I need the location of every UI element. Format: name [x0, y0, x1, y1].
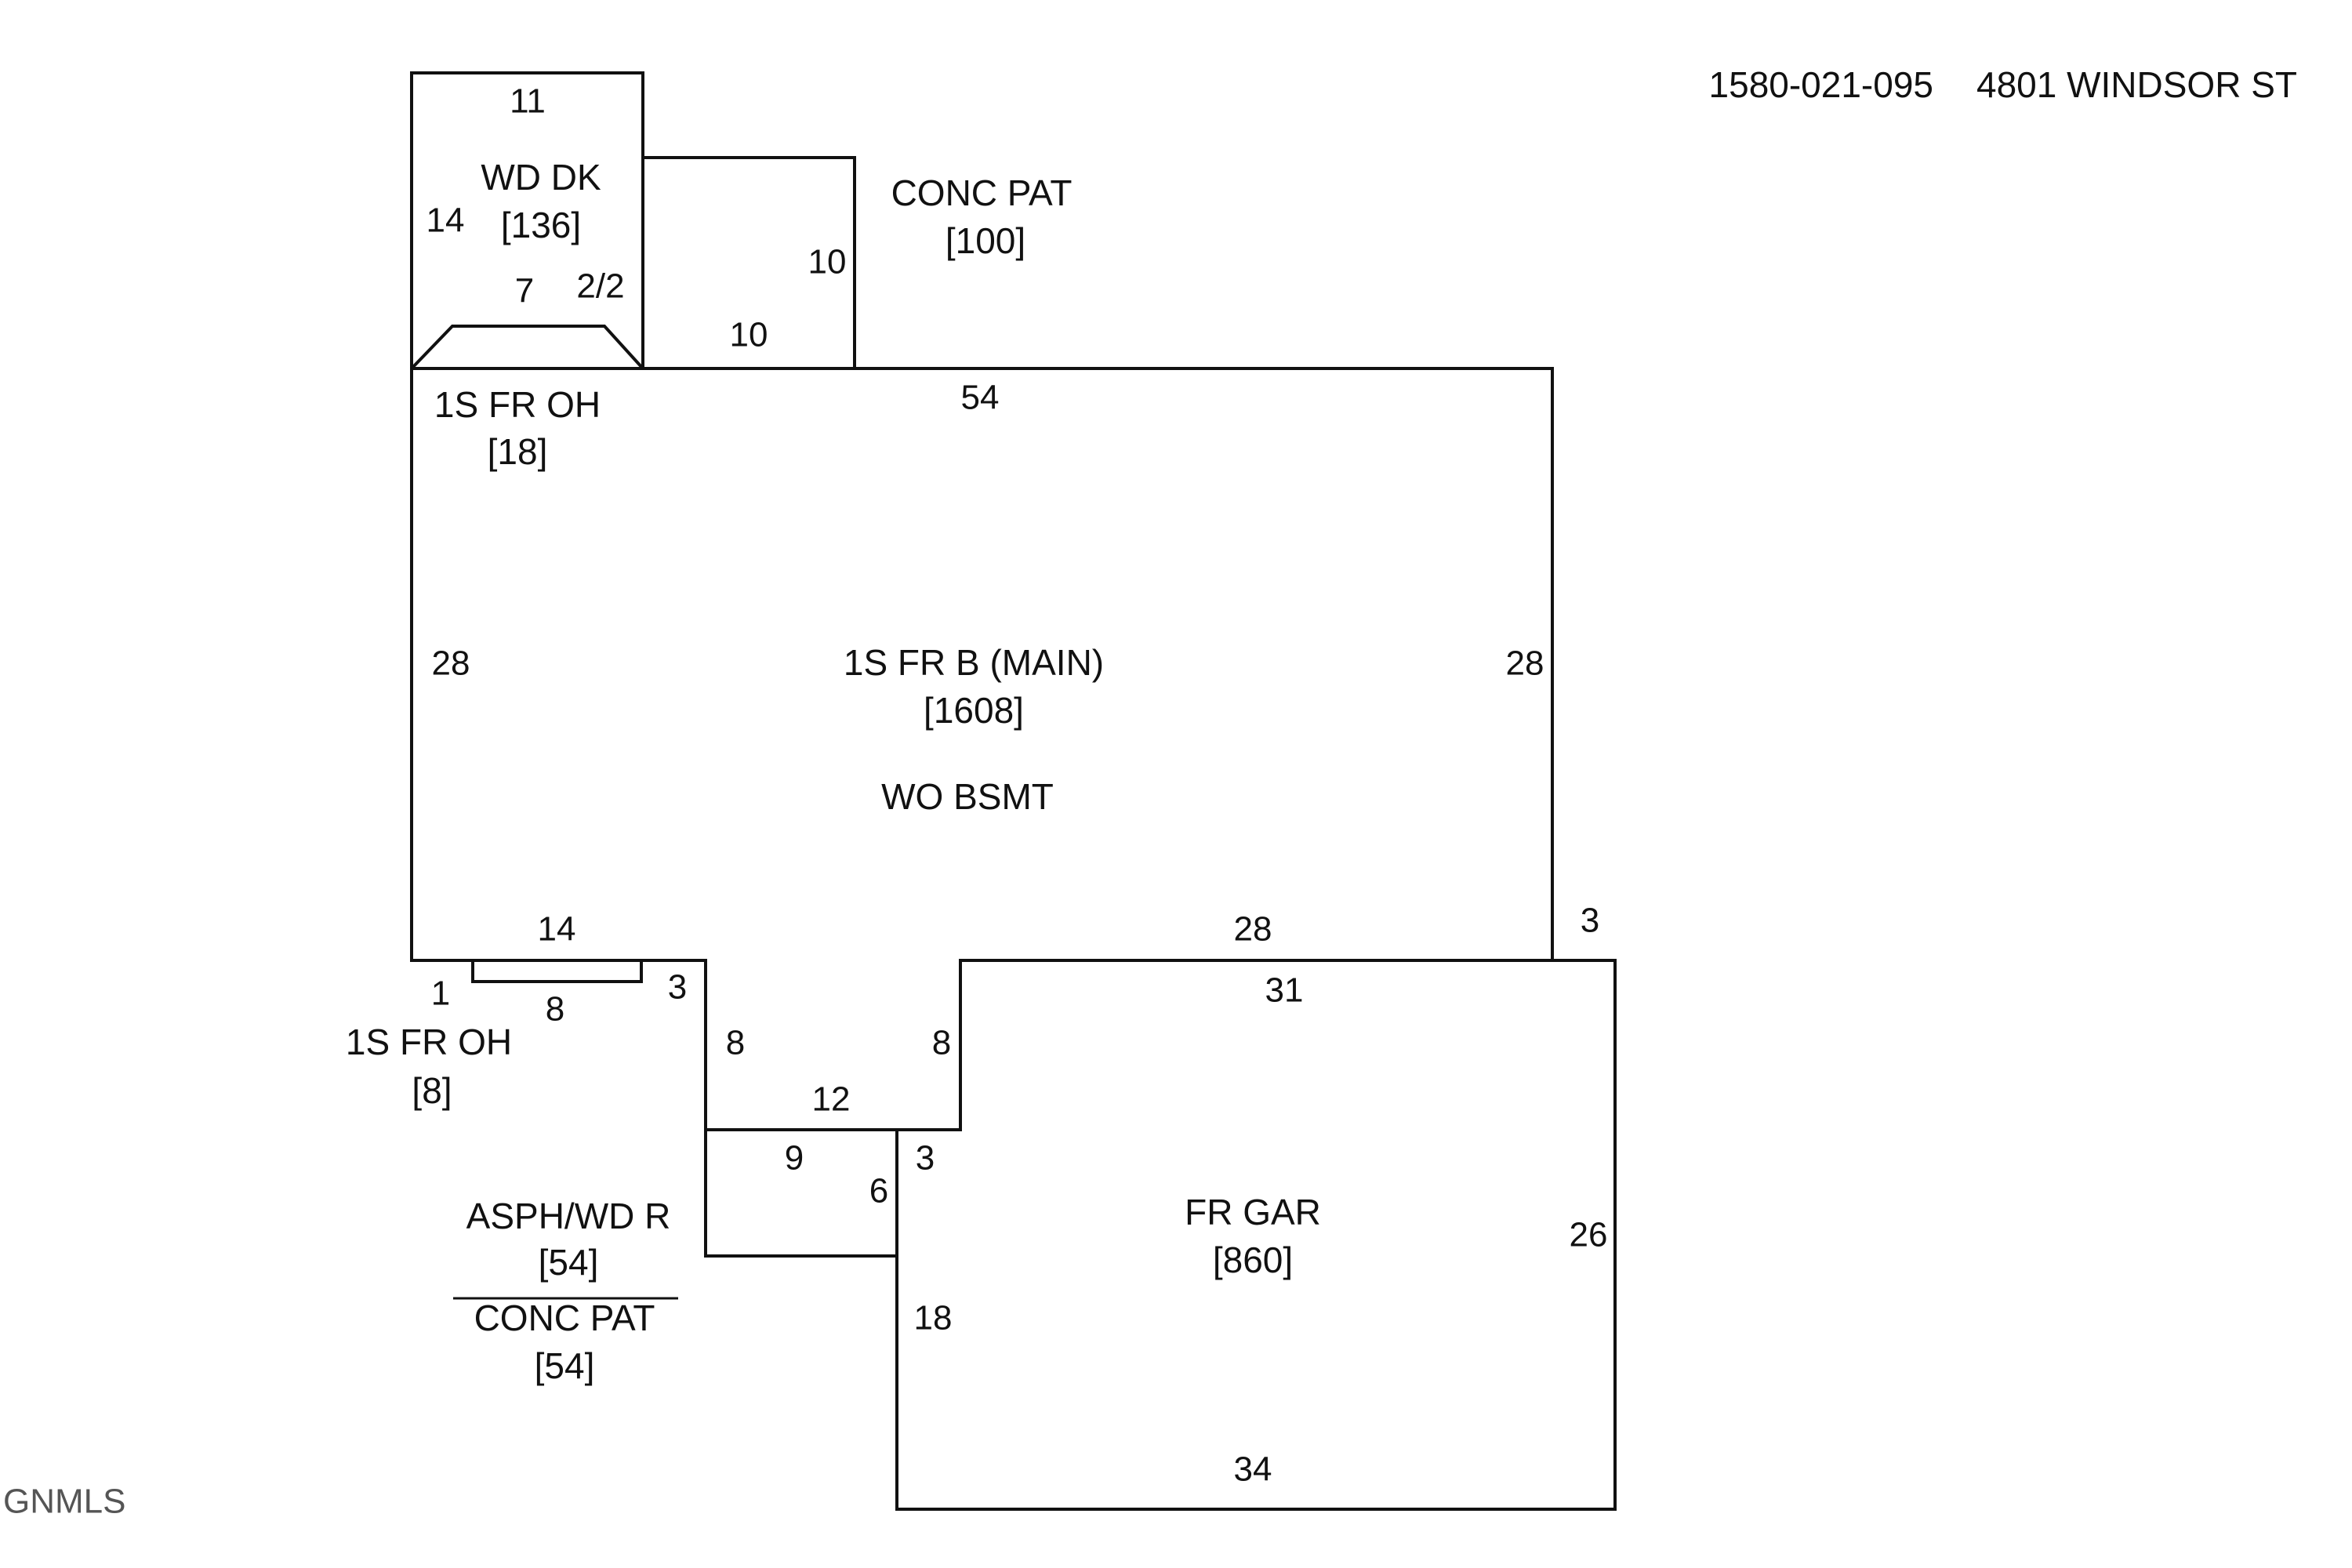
overhang-top-label: 1S FR OH [434, 384, 601, 425]
mls-watermark: GNMLS [3, 1483, 125, 1521]
garage-size: [860] [1213, 1240, 1293, 1280]
main-area-size: [1608] [924, 690, 1024, 731]
dim-jog-right: 8 [932, 1024, 951, 1062]
dim-patio-right: 10 [808, 243, 847, 281]
dim-porch-right: 6 [869, 1172, 888, 1210]
area-labels: WD DK [136] CONC PAT [100] 1S FR OH [18]… [346, 157, 1321, 1386]
dim-oh-left: 1 [431, 975, 450, 1013]
main-area-label: 1S FR B (MAIN) [844, 642, 1104, 683]
dim-deck-stair-side: 2/2 [576, 267, 624, 306]
dim-main-right: 28 [1506, 644, 1544, 683]
deck-stair-outline [410, 325, 644, 370]
overhang-bottom-outline [471, 960, 643, 983]
wood-deck-outline [410, 71, 644, 368]
overhang-top-size: [18] [488, 431, 548, 472]
dim-garage-step: 3 [1581, 902, 1599, 940]
conc-patio-top-size: [100] [946, 220, 1025, 261]
dimension-labels: 11 14 7 2/2 10 10 54 28 28 14 1 8 3 8 12… [426, 82, 1608, 1489]
conc-patio-bottom-size: [54] [535, 1345, 595, 1386]
parcel-id: 1580-021-095 [1709, 64, 1933, 105]
dim-patio-bottom: 10 [730, 316, 768, 354]
dim-main-bottom-left: 14 [538, 910, 576, 949]
dim-garage-top: 31 [1265, 971, 1304, 1010]
dim-jog-left: 8 [726, 1024, 745, 1062]
garage-outline [895, 959, 1617, 1511]
asph-wd-r-size: [54] [539, 1242, 599, 1283]
dim-main-top: 54 [961, 379, 1000, 417]
dim-main-left: 28 [432, 644, 470, 683]
outlines [410, 71, 1617, 1511]
dim-oh-bottom: 8 [546, 990, 564, 1029]
dim-garage-right: 26 [1570, 1216, 1608, 1254]
dim-small-step: 3 [916, 1139, 935, 1178]
dim-porch-bottom: 9 [785, 1139, 804, 1178]
conc-patio-top-outline [643, 156, 856, 368]
dim-garage-left: 18 [914, 1299, 953, 1338]
wood-deck-label: WD DK [481, 157, 601, 198]
conc-patio-bottom-label: CONC PAT [474, 1298, 655, 1338]
dim-jog-top: 12 [812, 1080, 851, 1119]
dim-deck-left: 14 [426, 201, 465, 240]
overhang-bottom-label: 1S FR OH [346, 1022, 512, 1062]
conc-patio-top-label: CONC PAT [891, 172, 1073, 213]
garage-label: FR GAR [1185, 1192, 1321, 1232]
overhang-bottom-size: [8] [412, 1070, 452, 1111]
dim-step-3: 3 [668, 968, 687, 1007]
main-area-note: WO BSMT [881, 776, 1054, 817]
main-house-outline [410, 367, 1554, 1131]
dim-garage-bottom: 34 [1234, 1450, 1272, 1489]
property-address: 4801 WINDSOR ST [1976, 64, 2297, 105]
dim-main-bottom-right: 28 [1234, 910, 1272, 949]
dim-deck-top: 11 [510, 82, 546, 121]
dim-deck-stair: 7 [515, 272, 534, 310]
asph-wd-r-label: ASPH/WD R [466, 1196, 671, 1236]
wood-deck-size: [136] [501, 205, 581, 245]
